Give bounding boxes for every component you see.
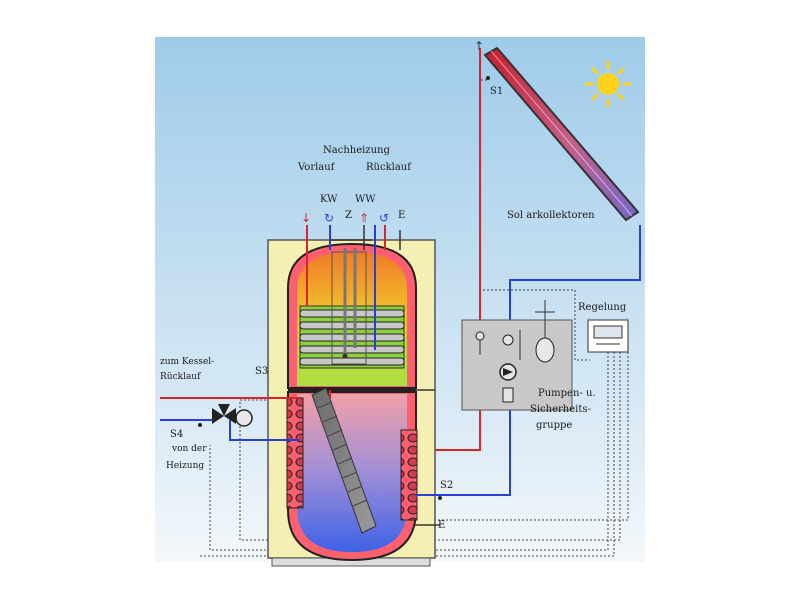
circulation-label: Z — [345, 210, 352, 221]
sensor-marks — [198, 76, 490, 500]
controller-icon — [587, 319, 629, 353]
hot-water-arrow-icon: ⇑ — [359, 211, 369, 225]
afterheating-title: Nachheizung — [323, 145, 390, 156]
mixing-valve-icon — [212, 404, 253, 427]
expansion-vessel-icon — [535, 337, 555, 363]
connection-pipes — [330, 225, 440, 526]
boiler-return-label-2: Rücklauf — [160, 372, 201, 382]
collector-top-arrow-icon: ↑ — [474, 39, 484, 53]
afterheating-coil — [299, 248, 405, 369]
cold-water-arrow-icon: ↻ — [324, 211, 334, 225]
hot-pipes — [160, 48, 481, 451]
heat-exchanger-tube — [311, 387, 377, 534]
pump-group-label-1: Pumpen- u. — [538, 388, 596, 399]
solar-coil-right — [400, 429, 418, 521]
s1-label: S1 — [490, 86, 503, 97]
boiler-return-label-1: zum Kessel- — [160, 357, 214, 367]
e-bottom-label: E — [438, 520, 445, 531]
pump-safety-group — [461, 300, 573, 411]
pump-group-label-2: Sicherheits- — [530, 404, 591, 415]
pump-group-label-3: gruppe — [536, 420, 572, 431]
supply-arrow-icon: ↓ — [301, 211, 311, 225]
supply-label: Vorlauf — [297, 162, 336, 173]
from-heating-label-2: Heizung — [166, 461, 204, 471]
solar-collectors-label: Sol arkollektoren — [507, 210, 595, 221]
from-heating-label-1: von der — [171, 444, 207, 454]
solar-collector — [483, 46, 640, 222]
s3-label: S3 — [255, 366, 268, 377]
sun-icon — [584, 60, 632, 108]
hot-water-label: WW — [355, 194, 376, 205]
return-arrow-icon: ↺ — [379, 211, 389, 225]
regulation-label: Regelung — [578, 302, 627, 313]
cold-pipes — [160, 225, 641, 496]
s4-label: S4 — [170, 429, 183, 440]
cold-water-label: KW — [320, 194, 338, 205]
e-top-label: E — [398, 210, 405, 221]
s2-label: S2 — [440, 480, 453, 491]
solar-coil-left — [286, 397, 304, 509]
return-label: Rücklauf — [366, 162, 412, 173]
